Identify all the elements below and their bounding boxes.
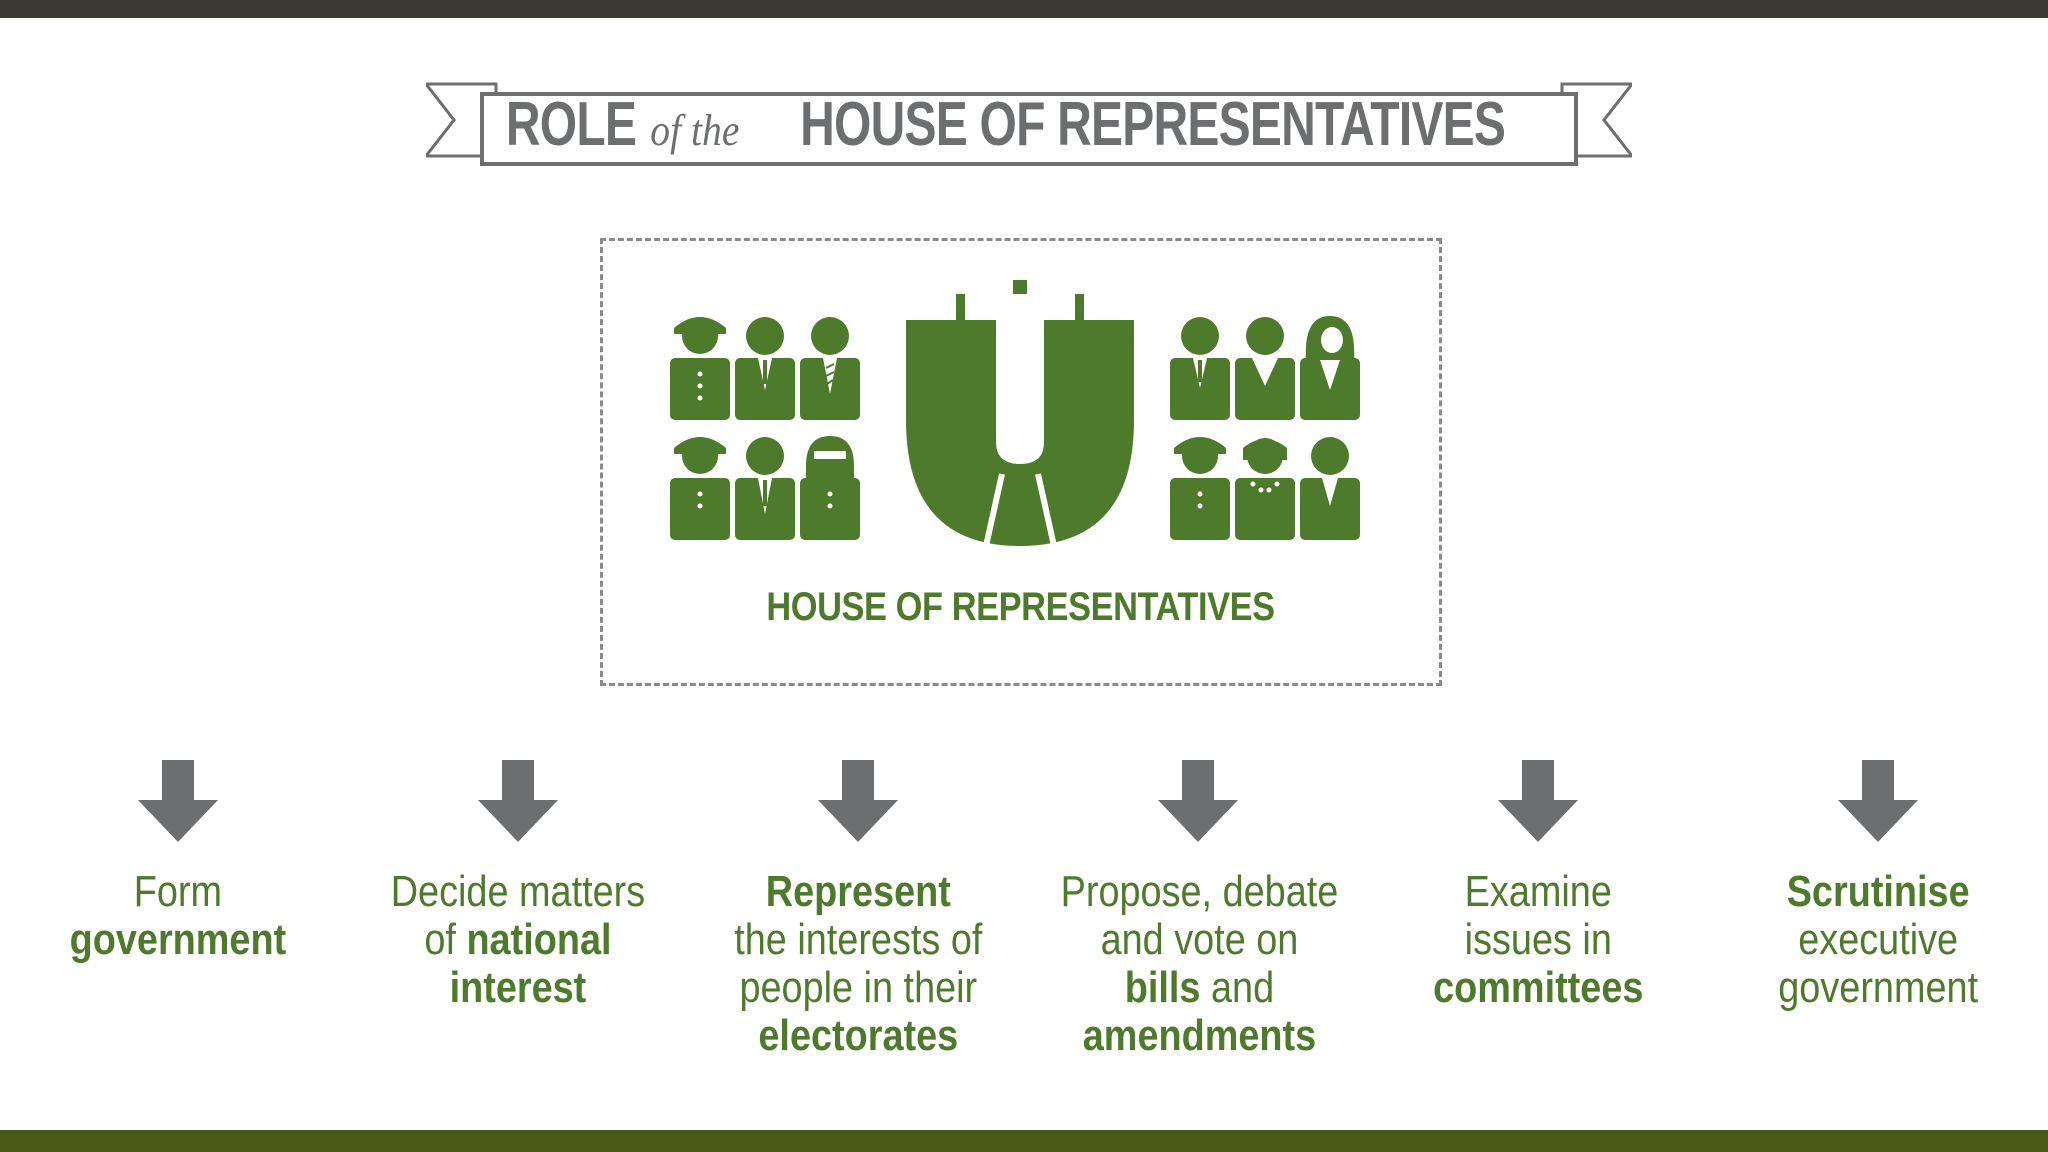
title-part-role: ROLE [505,89,637,159]
role-line: Represent [734,868,982,916]
role-line: bills and [1061,964,1339,1012]
role-text: and [1200,963,1275,1012]
top-bar [0,0,2048,18]
member-icon [1300,316,1360,420]
role-line: the interests of [734,916,982,964]
member-icon [1300,437,1360,540]
role-line: interest [391,964,645,1012]
down-arrow-icon [1838,760,1918,842]
title-part-of-the: of the [650,105,740,155]
role-line: issues in [1433,916,1643,964]
house-box [600,238,1442,686]
down-arrow-icon [138,760,218,842]
role-line: and vote on [1061,916,1339,964]
down-arrow-icon [818,760,898,842]
down-arrow-icon [1158,760,1238,842]
role-text: of [424,915,467,964]
role-text-bold: Scrutinise [1786,867,1970,916]
role-text: Propose, debate [1060,867,1339,916]
role-line: committees [1433,964,1643,1012]
role-line: electorates [734,1012,982,1060]
role-line: government [70,916,287,964]
role-text-bold: bills [1124,963,1201,1012]
role-text: executive [1798,915,1958,964]
member-icon [1235,438,1295,540]
down-arrow-icon [478,760,558,842]
title-banner: ROLE of the HOUSE OF REPRESENTATIVES [426,80,1632,170]
role-text-bold: national [466,915,612,964]
down-arrow-icon [1498,760,1578,842]
house-illustration [670,280,1360,547]
role-text-bold: amendments [1082,1011,1317,1060]
role-line: Examine [1433,868,1643,916]
page-title: ROLE of the HOUSE OF REPRESENTATIVES [482,86,1576,162]
role-text: government [1778,963,1978,1012]
role-text-bold: government [69,915,287,964]
role-text: Form [133,867,223,916]
member-icon [670,437,730,540]
member-icon [735,317,795,420]
member-icon [1170,317,1230,420]
role-line: Decide matters [391,868,645,916]
member-icon [735,437,795,540]
role-line: Propose, debate [1061,868,1339,916]
member-icon [1170,437,1230,540]
role-text: Decide matters [390,867,646,916]
role-text: the interests of [733,915,983,964]
member-icon [800,436,860,540]
role-text-bold: interest [449,963,587,1012]
role-text: issues in [1464,915,1612,964]
member-icon [800,317,860,420]
banner-ribbon-icon [426,82,1632,166]
member-icon [670,317,730,420]
title-part-house: HOUSE OF REPRESENTATIVES [800,89,1506,159]
role-line: people in their [734,964,982,1012]
role-line: government [1778,964,1978,1012]
role-text-bold: electorates [758,1011,958,1060]
role-text: people in their [739,963,977,1012]
member-icon [1235,317,1295,420]
role-line: Scrutinise [1778,868,1978,916]
role-text: Examine [1464,867,1612,916]
chamber-icon [906,280,1134,547]
role-text: and vote on [1100,915,1299,964]
role-line: Form [70,868,287,916]
role-text-bold: committees [1432,963,1644,1012]
role-text-bold: Represent [765,867,951,916]
house-label-text: HOUSE OF REPRESENTATIVES [766,585,1276,629]
role-line: amendments [1061,1012,1339,1060]
house-label: HOUSE OF REPRESENTATIVES [600,585,1442,630]
role-line: executive [1778,916,1978,964]
role-line: of national [391,916,645,964]
bottom-bar [0,1130,2048,1152]
